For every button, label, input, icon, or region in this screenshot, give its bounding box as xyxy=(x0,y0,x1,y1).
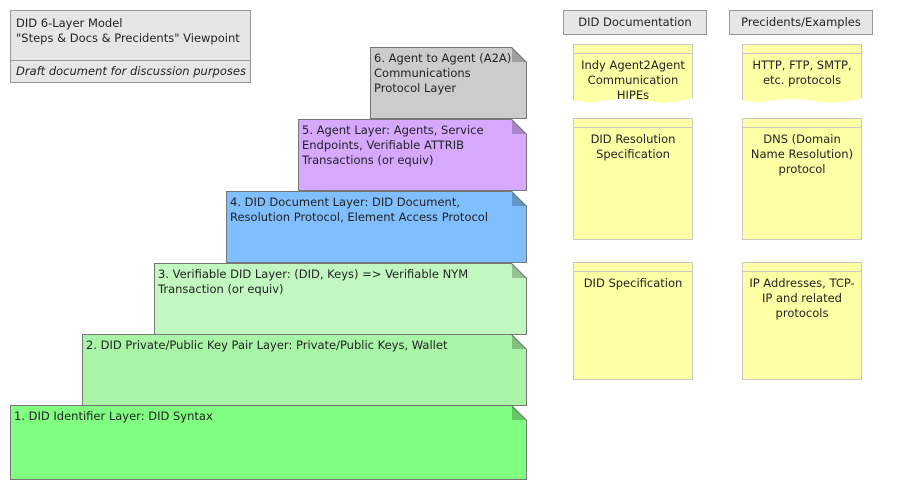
doc-note-did-spec: DID Specification xyxy=(573,262,693,380)
doc-note-did-spec-fold-line xyxy=(574,271,692,272)
doc-note-resolution-fold-line xyxy=(574,127,692,128)
title-text: DID 6-Layer Model "Steps & Docs & Precid… xyxy=(16,16,240,46)
layer-4-did-document: 4. DID Document Layer: DID Document, Res… xyxy=(226,191,527,263)
layer-2-fill xyxy=(82,334,527,406)
example-note-ip-text: IP Addresses, TCP-IP and related protoco… xyxy=(749,276,855,320)
layer-6-a2a: 6. Agent to Agent (A2A) Communications P… xyxy=(370,47,527,119)
title-subtitle: Draft document for discussion purposes xyxy=(16,64,246,78)
layer-3-fill xyxy=(154,263,527,335)
example-note-dns-fold-line xyxy=(743,127,861,128)
column-header-documentation: DID Documentation xyxy=(563,10,707,35)
layer-3-label: 3. Verifiable DID Layer: (DID, Keys) => … xyxy=(158,267,469,296)
doc-note-a2a-fold-line xyxy=(574,53,692,54)
column-header-examples: Precidents/Examples xyxy=(729,10,873,35)
title-divider xyxy=(11,60,250,61)
layer-3-outline xyxy=(154,263,527,335)
doc-note-a2a: Indy Agent2Agent Communication HIPEs xyxy=(573,44,693,103)
layer-4-label: 4. DID Document Layer: DID Document, Res… xyxy=(230,195,489,224)
layer-5-fill xyxy=(298,119,527,191)
example-note-ip: IP Addresses, TCP-IP and related protoco… xyxy=(742,262,862,380)
doc-note-resolution-text: DID Resolution Specification xyxy=(590,132,676,161)
layer-1-did-identifier: 1. DID Identifier Layer: DID Syntax xyxy=(10,405,527,480)
layer-5-label: 5. Agent Layer: Agents, Service Endpoint… xyxy=(302,123,484,167)
example-note-ip-fold-line xyxy=(743,271,861,272)
layer-4-outline xyxy=(226,191,527,263)
layer-2-key-pair: 2. DID Private/Public Key Pair Layer: Pr… xyxy=(82,334,527,406)
doc-note-did-spec-text: DID Specification xyxy=(583,276,683,290)
example-note-dns-text: DNS (Domain Name Resolution) protocol xyxy=(750,132,854,176)
layer-4-fill xyxy=(226,191,527,263)
layer-6-fill xyxy=(370,47,527,119)
doc-note-resolution: DID Resolution Specification xyxy=(573,118,693,240)
title-box: DID 6-Layer Model "Steps & Docs & Precid… xyxy=(10,10,251,83)
example-note-protocols-text: HTTP, FTP, SMTP, etc. protocols xyxy=(752,58,852,87)
example-note-dns: DNS (Domain Name Resolution) protocol xyxy=(742,118,862,240)
title-line-1: DID 6-Layer Model xyxy=(16,16,123,30)
example-note-protocols: HTTP, FTP, SMTP, etc. protocols xyxy=(742,44,862,103)
layer-6-label: 6. Agent to Agent (A2A) Communications P… xyxy=(374,51,512,95)
example-note-protocols-fold-line xyxy=(743,53,861,54)
layer-1-fill xyxy=(10,405,527,480)
doc-note-a2a-text: Indy Agent2Agent Communication HIPEs xyxy=(581,58,685,102)
layer-5-agent: 5. Agent Layer: Agents, Service Endpoint… xyxy=(298,119,527,191)
layer-6-outline xyxy=(370,47,527,119)
layer-2-label: 2. DID Private/Public Key Pair Layer: Pr… xyxy=(86,338,448,352)
layer-3-verifiable-did: 3. Verifiable DID Layer: (DID, Keys) => … xyxy=(154,263,527,335)
title-line-2: "Steps & Docs & Precidents" Viewpoint xyxy=(16,31,240,45)
layer-1-label: 1. DID Identifier Layer: DID Syntax xyxy=(14,409,213,423)
layer-5-outline xyxy=(298,119,527,191)
